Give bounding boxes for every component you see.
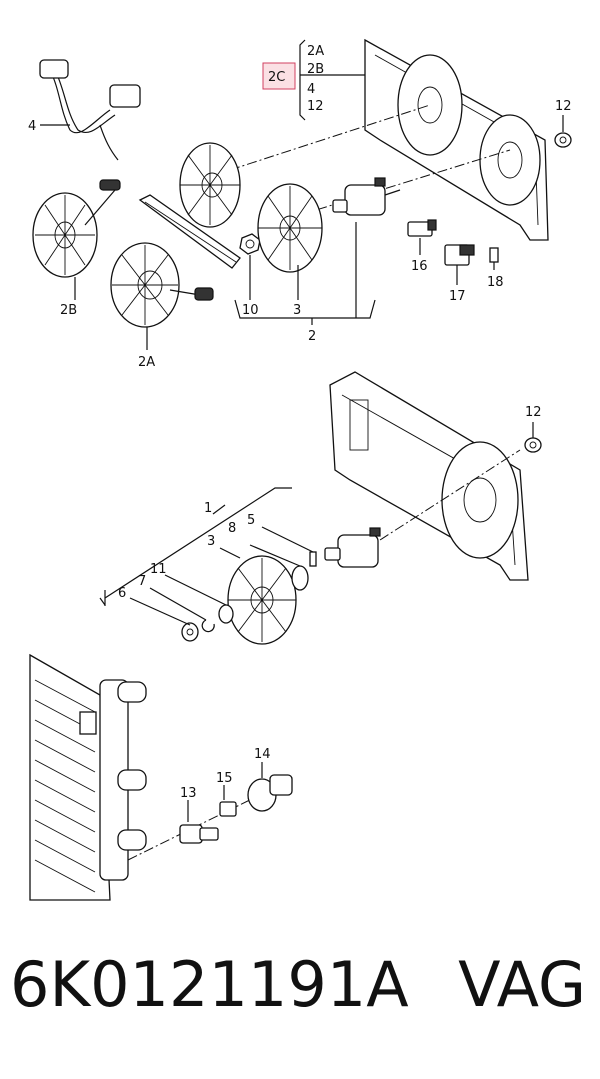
fan-wheel-part-2B bbox=[32, 179, 121, 278]
callout-10[interactable]: 10 bbox=[242, 303, 259, 318]
brand-label: VAG bbox=[458, 948, 586, 1021]
pin-part-5 bbox=[309, 551, 317, 567]
callout-12-upper[interactable]: 12 bbox=[555, 99, 572, 114]
washer-part-11 bbox=[218, 604, 234, 624]
fan-wheel-part-3 bbox=[257, 183, 323, 273]
callout-2A-top[interactable]: 2A bbox=[307, 44, 324, 59]
callout-2B[interactable]: 2B bbox=[60, 303, 77, 318]
fan-motor-lower bbox=[324, 527, 381, 568]
exploded-parts-diagram: 2A 2B 2C 4 12 4 12 2B 2A 10 3 2 16 17 18… bbox=[28, 38, 572, 901]
fan-wheel-part-3-lower bbox=[227, 555, 297, 645]
callout-18[interactable]: 18 bbox=[487, 275, 504, 290]
callout-17[interactable]: 17 bbox=[449, 289, 466, 304]
upper-fan-shroud bbox=[364, 38, 549, 241]
callout-2[interactable]: 2 bbox=[308, 329, 316, 344]
part-number-label: 6K0121191A bbox=[10, 948, 409, 1021]
callout-2C[interactable]: 2C bbox=[268, 70, 285, 85]
callout-6[interactable]: 6 bbox=[118, 586, 126, 601]
switch-part-13 bbox=[179, 824, 219, 844]
callout-1[interactable]: 1 bbox=[204, 501, 212, 516]
clip-part-7 bbox=[201, 619, 215, 633]
hub-part-8 bbox=[291, 565, 309, 591]
clip-part-15 bbox=[219, 801, 237, 817]
callout-14[interactable]: 14 bbox=[254, 747, 271, 762]
callout-5[interactable]: 5 bbox=[247, 513, 255, 528]
callout-2A[interactable]: 2A bbox=[138, 355, 155, 370]
washer-part-12-upper bbox=[554, 132, 572, 148]
callout-16[interactable]: 16 bbox=[411, 259, 428, 274]
connector-part-17 bbox=[444, 244, 475, 266]
plug-part-18 bbox=[489, 247, 499, 263]
callout-12-top[interactable]: 12 bbox=[307, 99, 324, 114]
callout-4[interactable]: 4 bbox=[28, 119, 36, 134]
radiator bbox=[29, 653, 147, 901]
nut-part-10 bbox=[239, 233, 261, 255]
washer-part-12-lower bbox=[524, 437, 542, 453]
callout-3-upper[interactable]: 3 bbox=[293, 303, 301, 318]
nut-part-6 bbox=[181, 622, 199, 642]
callout-2C-highlight[interactable] bbox=[262, 62, 296, 90]
callout-7[interactable]: 7 bbox=[138, 574, 146, 589]
callout-13[interactable]: 13 bbox=[180, 786, 197, 801]
callout-4-top[interactable]: 4 bbox=[307, 82, 315, 97]
upper-fan-wheel bbox=[179, 142, 241, 228]
callout-8[interactable]: 8 bbox=[228, 521, 236, 536]
fan-wheel-part-2A bbox=[110, 242, 214, 328]
callout-3-lower[interactable]: 3 bbox=[207, 534, 215, 549]
fan-motor bbox=[332, 177, 401, 216]
lower-fan-shroud bbox=[329, 371, 529, 581]
callout-2B-top[interactable]: 2B bbox=[307, 62, 324, 77]
wiring-harness-part-4 bbox=[39, 59, 141, 161]
connector-part-16 bbox=[407, 219, 437, 237]
callout-12-lower[interactable]: 12 bbox=[525, 405, 542, 420]
callout-15[interactable]: 15 bbox=[216, 771, 233, 786]
drive-belt bbox=[138, 194, 241, 269]
plug-part-14 bbox=[247, 774, 293, 812]
callout-11[interactable]: 11 bbox=[150, 562, 167, 577]
